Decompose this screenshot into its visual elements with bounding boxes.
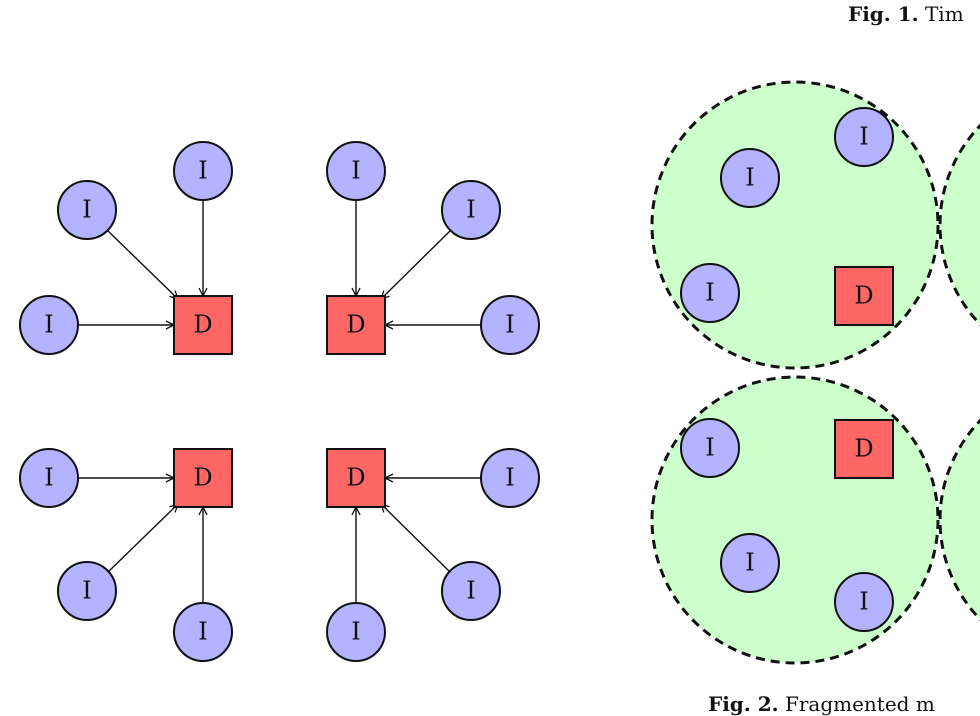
dependent-node: D	[834, 266, 894, 326]
dependent-node-square	[834, 419, 894, 479]
dependent-node-label: D	[854, 435, 873, 463]
nodes-layer: D I I I D I I I D I I I D I I I I I I D I D I I	[19, 107, 894, 662]
independent-node-circle	[19, 295, 79, 355]
independent-node-circle	[441, 561, 501, 621]
dependent-node-label: D	[193, 464, 212, 492]
figure-2-caption: Fig. 2. Fragmented m	[708, 692, 935, 716]
independent-node-circle	[720, 148, 780, 208]
edge-arrow	[381, 504, 452, 574]
dashed-region	[650, 80, 940, 370]
independent-node-circle	[57, 180, 117, 240]
independent-node-label: I	[198, 618, 207, 646]
independent-node-circle	[326, 141, 386, 201]
edge-arrow	[106, 504, 178, 574]
independent-node-label: I	[745, 549, 754, 577]
independent-node-circle	[720, 533, 780, 593]
independent-node: I	[57, 561, 117, 621]
independent-node-label: I	[745, 164, 754, 192]
dependent-node: D	[173, 448, 233, 508]
edges-layer	[78, 200, 481, 603]
dependent-node-square	[834, 266, 894, 326]
independent-node-circle	[173, 602, 233, 662]
independent-node-circle	[480, 448, 540, 508]
dependent-node-label: D	[346, 464, 365, 492]
independent-node-label: I	[859, 123, 868, 151]
dependent-node-label: D	[193, 311, 212, 339]
independent-node-circle	[57, 561, 117, 621]
dependent-node: D	[173, 295, 233, 355]
independent-node: I	[326, 602, 386, 662]
independent-node: I	[441, 561, 501, 621]
independent-node-label: I	[705, 279, 714, 307]
dependent-node-label: D	[854, 282, 873, 310]
independent-node-label: I	[505, 311, 514, 339]
dependent-node: D	[326, 295, 386, 355]
figure-1-caption: Fig. 1. Tim	[848, 2, 964, 26]
independent-node: I	[19, 295, 79, 355]
independent-node-circle	[326, 602, 386, 662]
independent-node: I	[173, 141, 233, 201]
independent-node: I	[720, 148, 780, 208]
independent-node: I	[680, 263, 740, 323]
dependent-node-square	[326, 448, 386, 508]
figure-2-label: Fig. 2.	[708, 692, 779, 716]
independent-node: I	[720, 533, 780, 593]
dependent-node-square	[173, 448, 233, 508]
dashed-region	[650, 375, 940, 665]
independent-node: I	[19, 448, 79, 508]
regions-layer	[650, 80, 980, 665]
dependent-node-square	[173, 295, 233, 355]
independent-node: I	[480, 448, 540, 508]
independent-node-circle	[19, 448, 79, 508]
independent-node-label: I	[82, 196, 91, 224]
independent-node-label: I	[466, 196, 475, 224]
independent-node-circle	[680, 418, 740, 478]
independent-node-circle	[680, 263, 740, 323]
independent-node-label: I	[466, 577, 475, 605]
edge-arrow	[106, 229, 178, 299]
dashed-region	[938, 418, 980, 622]
figure-1-label: Fig. 1.	[848, 2, 919, 26]
independent-node: I	[834, 572, 894, 632]
figure-2-text: Fragmented m	[784, 692, 935, 716]
independent-node: I	[57, 180, 117, 240]
independent-node-label: I	[351, 618, 360, 646]
independent-node-circle	[834, 572, 894, 632]
independent-node-label: I	[859, 588, 868, 616]
dependent-node-label: D	[346, 311, 365, 339]
independent-node-label: I	[44, 464, 53, 492]
independent-node: I	[326, 141, 386, 201]
independent-node: I	[480, 295, 540, 355]
independent-node-circle	[480, 295, 540, 355]
independent-node-label: I	[44, 311, 53, 339]
dependent-node-square	[326, 295, 386, 355]
independent-node-circle	[441, 180, 501, 240]
independent-node: I	[834, 107, 894, 167]
edge-arrow	[381, 229, 452, 299]
independent-node-circle	[834, 107, 894, 167]
independent-node-label: I	[505, 464, 514, 492]
independent-node: I	[173, 602, 233, 662]
independent-node: I	[680, 418, 740, 478]
dashed-region	[938, 123, 980, 327]
independent-node-circle	[173, 141, 233, 201]
independent-node-label: I	[198, 157, 207, 185]
independent-node-label: I	[82, 577, 91, 605]
independent-node: I	[441, 180, 501, 240]
independent-node-label: I	[351, 157, 360, 185]
dependent-node: D	[834, 419, 894, 479]
figure-1-text: Tim	[924, 2, 964, 26]
independent-node-label: I	[705, 434, 714, 462]
dependent-node: D	[326, 448, 386, 508]
